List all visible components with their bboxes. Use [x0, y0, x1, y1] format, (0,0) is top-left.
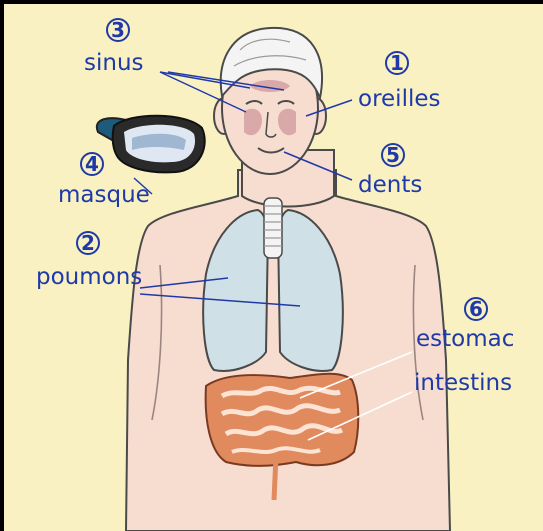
trachea	[264, 198, 282, 258]
oreilles-number: 1	[390, 51, 404, 75]
sinus-label: sinus	[84, 50, 144, 76]
masque-number: 4	[85, 152, 99, 176]
sinus-number: 3	[111, 18, 125, 42]
dents-number: 5	[386, 143, 400, 167]
oreilles-label: oreilles	[358, 86, 440, 112]
estomac-label: estomac	[416, 326, 514, 352]
estomac-number: 6	[469, 297, 483, 321]
masque-label: masque	[58, 182, 150, 208]
poumons-number: 2	[81, 231, 95, 255]
poumons-label: poumons	[36, 264, 142, 290]
intestins-label: intestins	[414, 370, 512, 396]
dents-label: dents	[358, 172, 422, 198]
